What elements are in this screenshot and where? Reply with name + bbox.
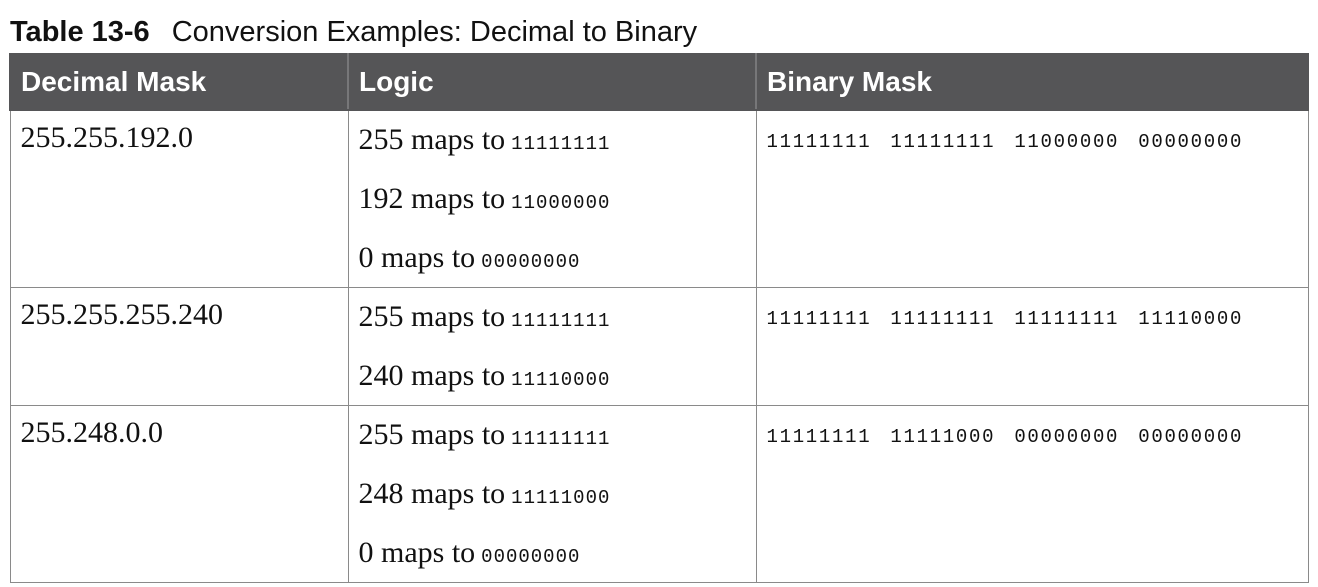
logic-text: 0 maps to bbox=[358, 241, 476, 274]
binary-mask-cell: 11111111 11111000 00000000 00000000 bbox=[755, 405, 1309, 583]
decimal-mask-cell: 255.248.0.0 bbox=[9, 405, 349, 583]
logic-text: 255 maps to bbox=[358, 418, 506, 451]
logic-binary: 11111111 bbox=[511, 133, 611, 155]
logic-text: 248 maps to bbox=[358, 477, 506, 510]
column-header-logic: Logic bbox=[347, 53, 757, 111]
binary-mask-value: 11111111 11111000 00000000 00000000 bbox=[766, 426, 1244, 448]
table-number: Table 13-6 bbox=[10, 16, 150, 48]
decimal-mask-cell: 255.255.192.0 bbox=[9, 109, 349, 288]
logic-binary: 11000000 bbox=[511, 192, 611, 214]
binary-mask-value: 11111111 11111111 11000000 00000000 bbox=[766, 131, 1244, 153]
decimal-mask-value: 255.255.255.240 bbox=[20, 298, 224, 331]
binary-mask-cell: 11111111 11111111 11000000 00000000 bbox=[755, 109, 1309, 288]
logic-binary: 00000000 bbox=[481, 546, 581, 568]
decimal-mask-value: 255.255.192.0 bbox=[20, 121, 194, 154]
decimal-mask-value: 255.248.0.0 bbox=[20, 416, 164, 449]
logic-text: 0 maps to bbox=[358, 536, 476, 569]
decimal-mask-cell: 255.255.255.240 bbox=[9, 287, 349, 406]
table-title: Conversion Examples: Decimal to Binary bbox=[171, 16, 698, 48]
table-caption: Table 13-6 Conversion Examples: Decimal t… bbox=[10, 14, 697, 50]
conversion-table: Decimal Mask Logic Binary Mask 255.255.1… bbox=[9, 53, 1309, 583]
logic-text: 255 maps to bbox=[358, 123, 506, 156]
logic-text: 240 maps to bbox=[358, 359, 506, 392]
binary-mask-cell: 11111111 11111111 11111111 11110000 bbox=[755, 287, 1309, 406]
logic-binary: 11111111 bbox=[511, 310, 611, 332]
logic-text: 255 maps to bbox=[358, 300, 506, 333]
logic-binary: 11111111 bbox=[511, 428, 611, 450]
logic-text: 192 maps to bbox=[358, 182, 506, 215]
logic-binary: 11111000 bbox=[511, 487, 611, 509]
logic-binary: 00000000 bbox=[481, 251, 581, 273]
column-header-binary-mask: Binary Mask bbox=[755, 53, 1309, 111]
header-row: Decimal Mask Logic Binary Mask bbox=[9, 53, 1309, 111]
binary-mask-value: 11111111 11111111 11111111 11110000 bbox=[766, 308, 1244, 330]
logic-binary: 11110000 bbox=[511, 369, 611, 391]
column-header-decimal-mask: Decimal Mask bbox=[9, 53, 349, 111]
